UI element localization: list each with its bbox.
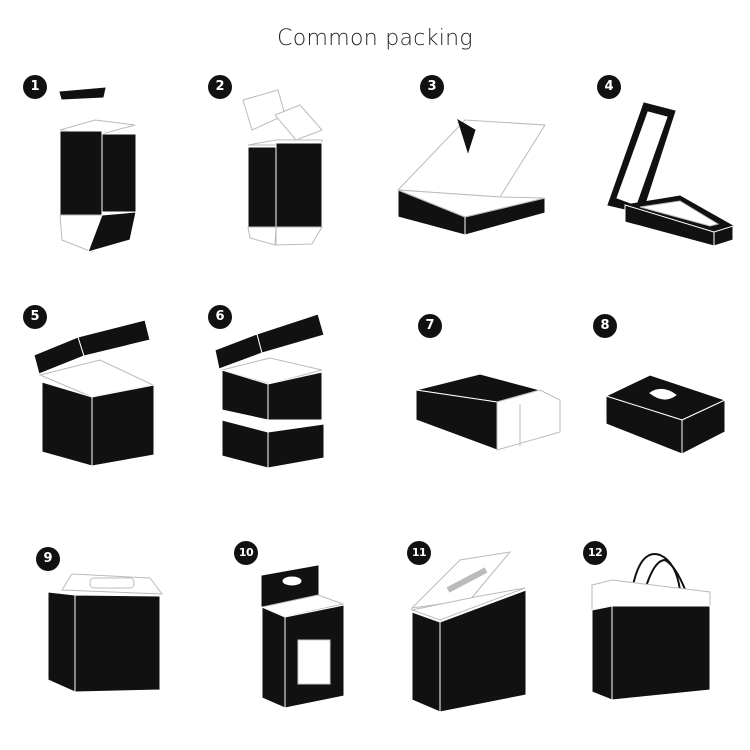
box-8-tissue-illustration <box>604 374 727 455</box>
box-12-shopping-bag-illustration <box>591 553 711 701</box>
box-4-lid-base-illustration <box>607 102 735 247</box>
badge-2: 2 <box>208 75 232 99</box>
badge-11: 11 <box>407 541 431 565</box>
badge-7: 7 <box>418 314 442 338</box>
badge-6: 6 <box>208 305 232 329</box>
box-5-magnetic-illustration <box>33 319 155 467</box>
box-9-handle-illustration <box>47 573 164 693</box>
box-10-hanger-window-illustration <box>260 565 345 709</box>
box-6-rigid-two-piece-illustration <box>214 313 325 469</box>
badge-8: 8 <box>593 314 617 338</box>
box-1-tuck-end-illustration <box>59 87 137 253</box>
box-11-carry-handle-illustration <box>410 551 527 713</box>
box-7-drawer-sleeve-illustration <box>415 373 561 451</box>
badge-1: 1 <box>23 75 47 99</box>
box-2-straight-tuck-illustration <box>242 89 323 246</box>
badge-5: 5 <box>23 305 47 329</box>
badge-12: 12 <box>583 541 607 565</box>
diagram-title: Common packing <box>277 26 473 51</box>
badge-4: 4 <box>597 75 621 99</box>
badge-10: 10 <box>234 541 258 565</box>
box-3-mailer-illustration <box>396 118 546 236</box>
badge-3: 3 <box>420 75 444 99</box>
badge-9: 9 <box>36 547 60 571</box>
